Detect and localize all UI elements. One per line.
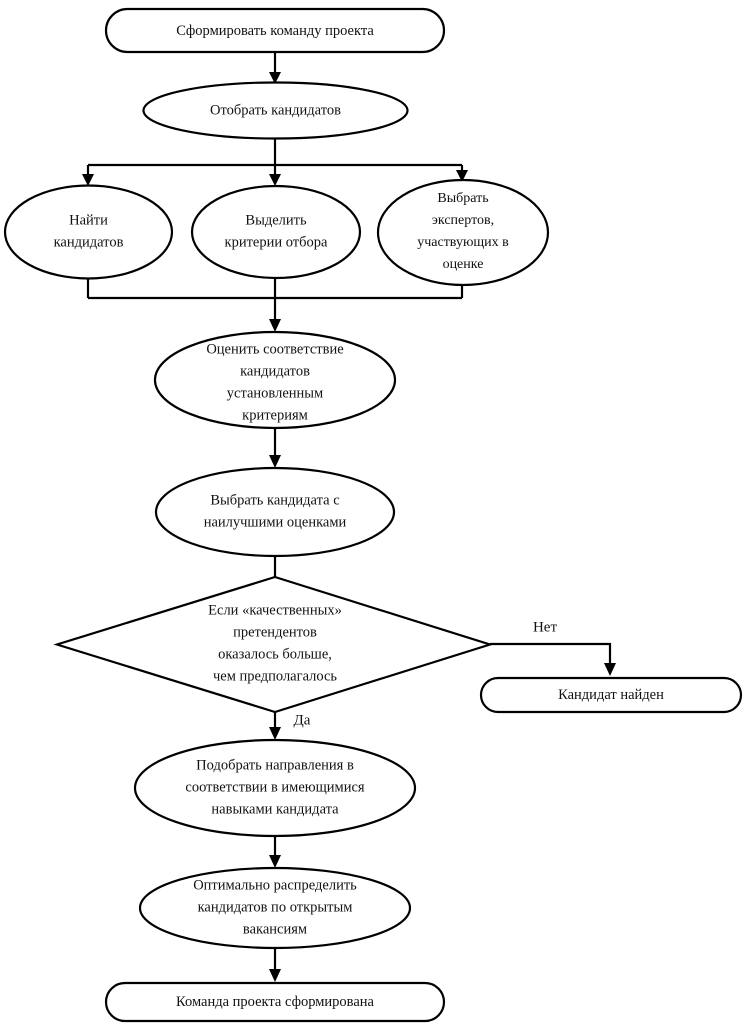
node-match-directions-shape[interactable] [133, 738, 417, 838]
node-define-criteria-shape[interactable] [190, 184, 362, 280]
node-decision-line-1: Если «качественных» [208, 602, 342, 618]
node-select-candidates-shape[interactable] [142, 81, 409, 140]
node-match-directions-line-1: Подобрать направления в [196, 757, 354, 773]
edge-decision-no [490, 642, 616, 676]
node-evaluate-match-line-3: установленным [227, 385, 323, 401]
edge-label-yes: Да [294, 712, 311, 728]
node-define-criteria-line-2: критерии отбора [225, 234, 328, 250]
node-pick-best-shape[interactable] [154, 466, 396, 558]
node-end[interactable]: Команда проекта сформирована [104, 981, 446, 1023]
node-match-directions-line-2: соответствии в имеющимися [185, 779, 365, 795]
node-decision-line-2: претендентов [233, 624, 317, 640]
node-choose-experts-line-3: участвующих в [417, 235, 509, 250]
node-find-candidates-line-2: кандидатов [54, 234, 124, 250]
node-find-candidates-line-1: Найти [69, 212, 108, 228]
node-evaluate-match[interactable]: Оценить соответствие кандидатов установл… [153, 330, 397, 430]
node-candidate-found[interactable]: Кандидат найден [479, 676, 743, 714]
connector-layer [82, 52, 616, 982]
node-start-label: Сформировать команду проекта [176, 23, 374, 39]
edge-label-no: Нет [533, 619, 557, 635]
node-evaluate-match-line-4: критериям [242, 407, 308, 423]
node-distribute[interactable]: Оптимально распределить кандидатов по от… [138, 866, 412, 950]
node-candidate-found-label: Кандидат найден [558, 687, 664, 703]
node-candidate-found-shape[interactable] [479, 676, 743, 714]
node-select-candidates[interactable]: Отобрать кандидатов [142, 81, 409, 140]
edge-start-to-select [269, 52, 281, 84]
node-pick-best-line-2: наилучшими оценками [204, 514, 347, 530]
node-distribute-line-1: Оптимально распределить [193, 877, 357, 893]
node-evaluate-match-shape[interactable] [153, 330, 397, 430]
node-decision[interactable]: Если «качественных» претендентов оказало… [53, 575, 494, 714]
edge-evaluate-to-pick [269, 428, 281, 468]
node-choose-experts-line-1: Выбрать [437, 191, 488, 206]
edge-bus-to-find [82, 165, 94, 186]
node-pick-best[interactable]: Выбрать кандидата с наилучшими оценками [154, 466, 396, 558]
node-end-shape[interactable] [104, 981, 446, 1023]
edge-distribute-to-end [269, 948, 281, 982]
node-find-candidates[interactable]: Найти кандидатов [3, 184, 174, 280]
edge-directions-to-distribute [269, 836, 281, 868]
node-start-shape[interactable] [104, 7, 446, 54]
node-choose-experts[interactable]: Выбрать экспертов, участвующих в оценке [376, 178, 550, 287]
node-distribute-line-2: кандидатов по открытым [198, 899, 353, 915]
node-find-candidates-shape[interactable] [3, 184, 174, 280]
node-define-criteria-line-1: Выделить [245, 212, 307, 228]
node-match-directions-line-3: навыками кандидата [211, 801, 339, 817]
node-end-label: Команда проекта сформирована [176, 994, 375, 1010]
edge-decision-yes [269, 712, 281, 740]
node-distribute-line-3: вакансиям [243, 921, 307, 937]
node-choose-experts-line-4: оценке [443, 257, 484, 272]
node-pick-best-line-1: Выбрать кандидата с [210, 492, 339, 508]
edge-bus-to-experts [456, 165, 468, 182]
edge-merge-bus [86, 278, 464, 332]
node-distribute-shape[interactable] [138, 866, 412, 950]
node-choose-experts-line-2: экспертов, [432, 213, 494, 228]
node-decision-shape[interactable] [53, 575, 494, 714]
edge-select-to-bus [88, 138, 462, 167]
node-start[interactable]: Сформировать команду проекта [104, 7, 446, 54]
node-decision-line-4: чем предполагалось [213, 668, 337, 684]
node-define-criteria[interactable]: Выделить критерии отбора [190, 184, 362, 280]
node-choose-experts-shape[interactable] [376, 178, 550, 287]
node-select-candidates-label: Отобрать кандидатов [210, 102, 341, 118]
node-evaluate-match-line-2: кандидатов [240, 363, 310, 379]
node-evaluate-match-line-1: Оценить соответствие [206, 341, 343, 357]
edge-bus-to-criteria [269, 165, 281, 186]
node-match-directions[interactable]: Подобрать направления в соответствии в и… [133, 738, 417, 838]
node-decision-line-3: оказалось больше, [218, 646, 332, 662]
